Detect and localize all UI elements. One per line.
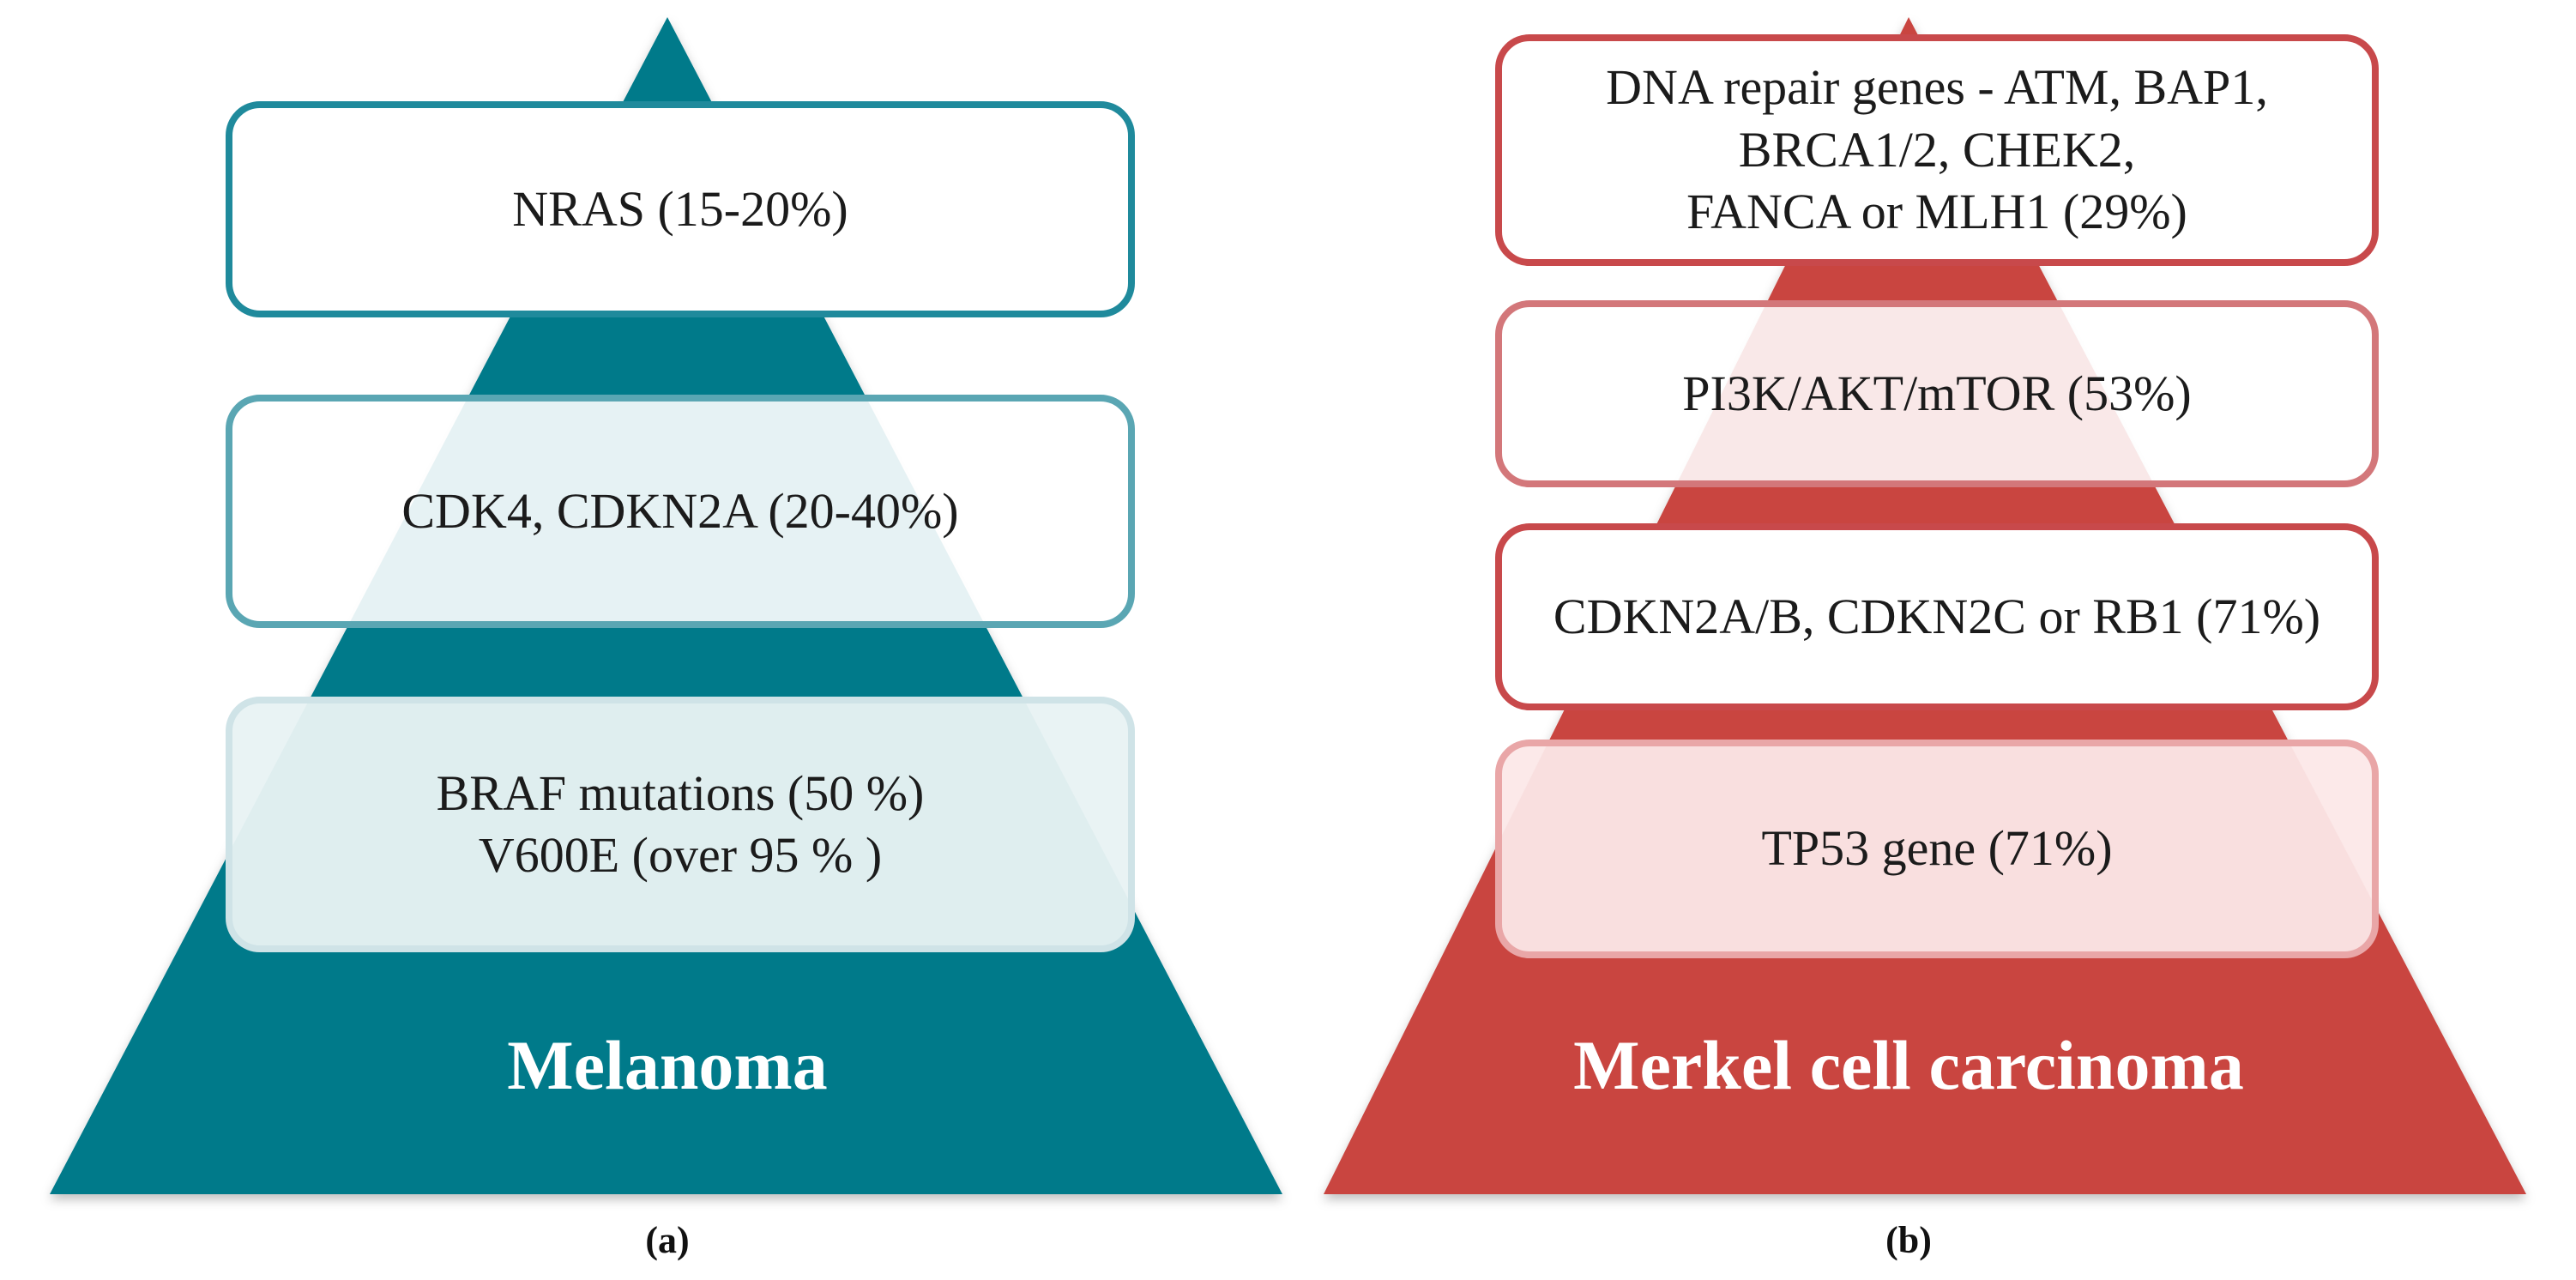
box-line: V600E (over 95 % ) [478, 827, 883, 883]
caption-b: (b) [1885, 1219, 1932, 1261]
box-line: NRAS (15-20%) [512, 180, 848, 237]
melanoma-box-braf: BRAF mutations (50 %) V600E (over 95 % ) [226, 697, 1135, 952]
box-line: DNA repair genes - ATM, BAP1, [1606, 59, 2268, 116]
merkel-title: Merkel cell carcinoma [1573, 1026, 2244, 1104]
melanoma-title: Melanoma [507, 1026, 828, 1104]
caption-a: (a) [645, 1219, 690, 1261]
merkel-box-pi3k: PI3K/AKT/mTOR (53%) [1495, 300, 2379, 487]
melanoma-box-cdk4: CDK4, CDKN2A (20-40%) [226, 395, 1135, 628]
merkel-box-cdkn2a: CDKN2A/B, CDKN2C or RB1 (71%) [1495, 523, 2379, 710]
box-line: CDK4, CDKN2A (20-40%) [401, 482, 959, 539]
box-line: BRAF mutations (50 %) [436, 764, 925, 821]
box-line: TP53 gene (71%) [1761, 820, 2113, 877]
box-line: PI3K/AKT/mTOR (53%) [1682, 365, 2192, 421]
melanoma-box-nras: NRAS (15-20%) [226, 101, 1135, 317]
box-line: BRCA1/2, CHEK2, [1738, 121, 2136, 178]
merkel-box-dna-repair: DNA repair genes - ATM, BAP1, BRCA1/2, C… [1495, 34, 2379, 266]
merkel-box-tp53: TP53 gene (71%) [1495, 740, 2379, 958]
box-line: CDKN2A/B, CDKN2C or RB1 (71%) [1553, 588, 2321, 644]
box-line: FANCA or MLH1 (29%) [1686, 184, 2187, 240]
